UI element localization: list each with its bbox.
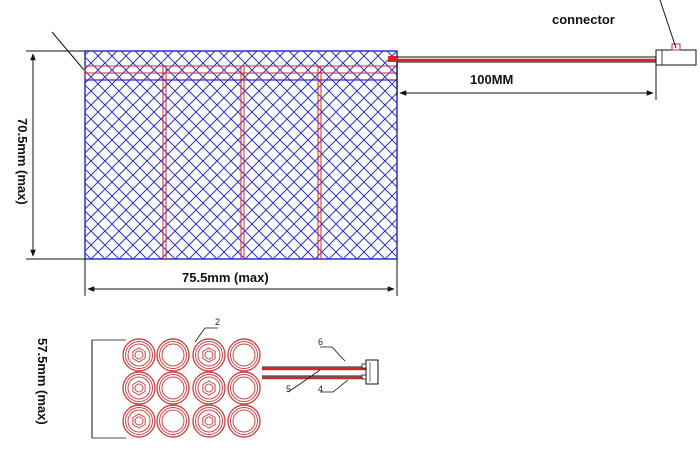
callout-5: 5 [286, 384, 291, 394]
height-label: 70.5mm (max) [15, 118, 30, 205]
wire-length-label: 100MM [470, 72, 513, 87]
connector-label: connector [552, 12, 615, 27]
battery-cell [156, 338, 190, 372]
lead-wire-bottom [262, 366, 366, 380]
pack-top-view [51, 31, 398, 260]
height-dimension [26, 50, 85, 260]
connector-bottom [361, 359, 379, 385]
battery-cell [192, 338, 226, 372]
callout-6: 6 [318, 337, 323, 347]
depth-dimension [91, 339, 126, 439]
wire-length-dimension [396, 62, 657, 100]
cell-array [122, 338, 261, 438]
width-dimension [84, 259, 398, 296]
callout-4: 4 [318, 384, 323, 394]
battery-cell [192, 371, 226, 405]
battery-cell [227, 404, 261, 438]
battery-cell [227, 371, 261, 405]
battery-cell [156, 371, 190, 405]
connector-housing [655, 0, 697, 66]
depth-label: 57.5mm (max) [35, 338, 50, 425]
lead-wire-top [388, 56, 660, 63]
battery-cell [227, 338, 261, 372]
cell-dividers [162, 66, 322, 259]
battery-cell [192, 404, 226, 438]
battery-cell [122, 404, 156, 438]
width-label: 75.5mm (max) [182, 270, 269, 285]
battery-cell [156, 404, 190, 438]
battery-cell [122, 338, 156, 372]
callout-leaders [194, 327, 349, 393]
battery-cell [122, 371, 156, 405]
callout-2: 2 [215, 317, 220, 327]
